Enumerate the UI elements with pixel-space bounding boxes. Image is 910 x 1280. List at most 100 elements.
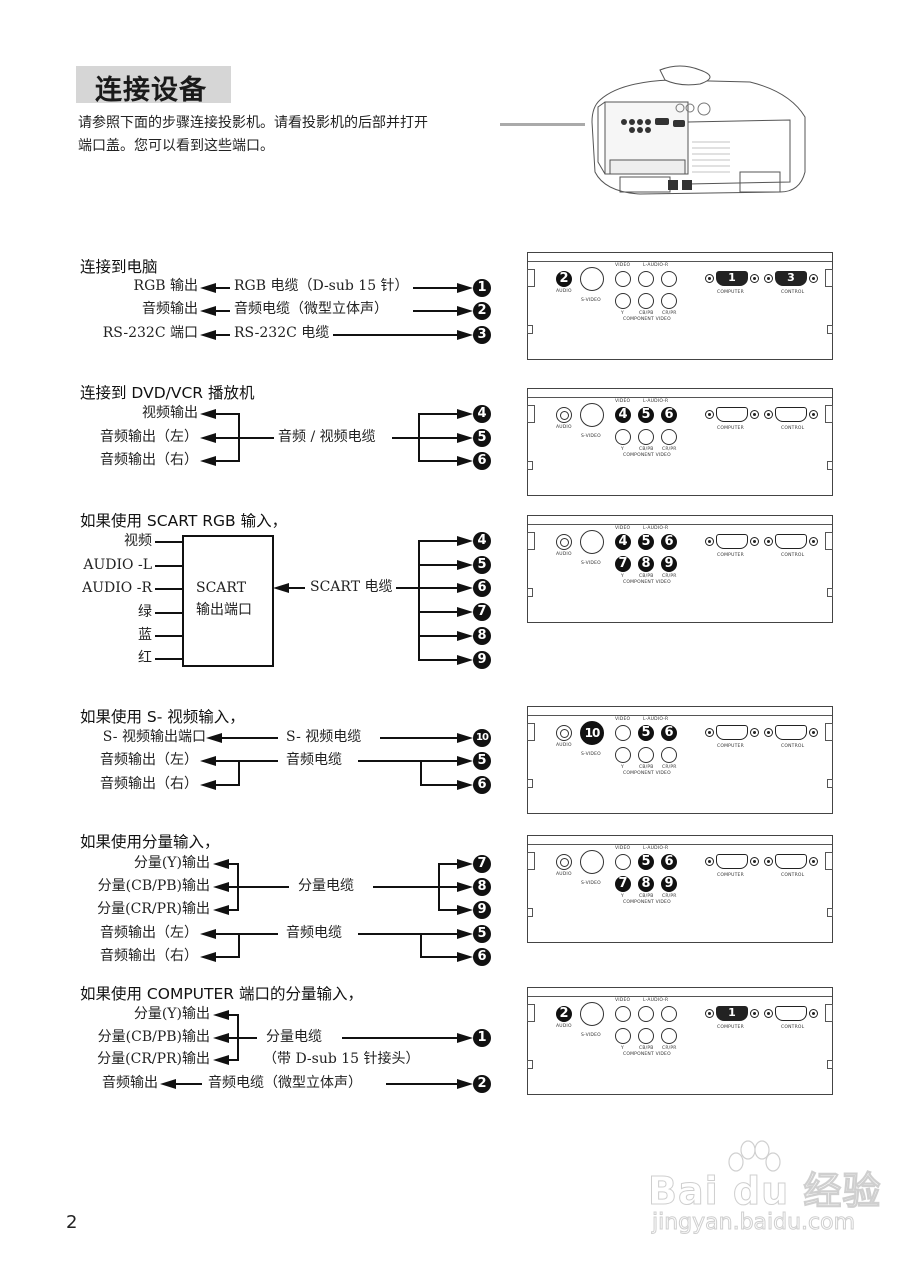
arrow-right-icon bbox=[457, 283, 473, 293]
connector-line bbox=[287, 587, 305, 589]
computer-label: COMPUTER bbox=[717, 426, 744, 431]
audio-label: AUDIO bbox=[556, 289, 572, 294]
svideo-label: S-VIDEO bbox=[581, 561, 601, 566]
port-number-badge: 2 bbox=[473, 302, 491, 320]
l-audio-r-label: L-AUDIO-R bbox=[643, 717, 669, 722]
port-number-badge: 6 bbox=[473, 948, 491, 966]
arrow-right-icon bbox=[457, 905, 473, 915]
cable-label: S- 视频电缆 bbox=[286, 729, 362, 745]
cr-pr-jack bbox=[661, 1028, 677, 1044]
arrow-left-icon bbox=[200, 433, 216, 443]
cb-pb-jack bbox=[638, 747, 654, 763]
audio-label: AUDIO bbox=[556, 1024, 572, 1029]
connector-line bbox=[438, 863, 440, 911]
computer-port bbox=[716, 534, 748, 549]
connector-line bbox=[418, 611, 460, 613]
connector-line bbox=[418, 635, 460, 637]
screw-icon bbox=[705, 857, 714, 866]
page-number: 2 bbox=[66, 1212, 78, 1233]
cable-label: 音频电缆 bbox=[286, 752, 342, 768]
cable-label: 分量电缆 bbox=[298, 878, 354, 894]
source-label: AUDIO -R bbox=[82, 580, 152, 596]
screw-icon bbox=[764, 1009, 773, 1018]
cable-note: （带 D-sub 15 针接头） bbox=[263, 1051, 420, 1067]
arrow-right-icon bbox=[457, 536, 473, 546]
source-label: 分量(CB/PB)输出 bbox=[97, 1029, 210, 1045]
screw-icon bbox=[809, 537, 818, 546]
arrow-left-icon bbox=[206, 733, 222, 743]
connector-line bbox=[358, 933, 460, 935]
connector-line bbox=[227, 1014, 239, 1016]
crpr-label: CR/PR bbox=[662, 894, 677, 899]
y-label: Y bbox=[621, 765, 624, 770]
screw-icon bbox=[705, 410, 714, 419]
component-video-label: COMPONENT VIDEO bbox=[623, 900, 671, 905]
video-label: VIDEO bbox=[615, 846, 631, 851]
svideo-jack bbox=[580, 267, 604, 291]
cbpb-label: CB/PB bbox=[639, 765, 654, 770]
arrow-right-icon bbox=[457, 756, 473, 766]
arrow-left-icon bbox=[200, 283, 216, 293]
connector-line bbox=[418, 437, 460, 439]
l-audio-r-label: L-AUDIO-R bbox=[643, 399, 669, 404]
computer-port-highlighted: 1 bbox=[716, 271, 748, 286]
cb-pb-jack bbox=[638, 1028, 654, 1044]
y-jack-highlighted: 7 bbox=[615, 876, 631, 892]
audio-r-jack bbox=[661, 271, 677, 287]
arrow-right-icon bbox=[457, 655, 473, 665]
screw-icon bbox=[705, 274, 714, 283]
arrow-right-icon bbox=[457, 952, 473, 962]
source-label: RGB 输出 bbox=[133, 278, 198, 294]
port-number-badge: 6 bbox=[473, 579, 491, 597]
cr-pr-jack bbox=[661, 747, 677, 763]
section-heading-scart: 如果使用 SCART RGB 输入， bbox=[80, 512, 288, 530]
connector-line bbox=[418, 460, 460, 462]
source-label: 视频输出 bbox=[142, 405, 198, 421]
rear-panel-component-computer: 2 AUDIO S-VIDEO VIDEO L-AUDIO-R Y CB/PB … bbox=[527, 987, 833, 1095]
arrow-right-icon bbox=[457, 1033, 473, 1043]
screw-icon bbox=[764, 537, 773, 546]
l-audio-r-label: L-AUDIO-R bbox=[643, 998, 669, 1003]
screw-icon bbox=[764, 728, 773, 737]
rear-panel-component: AUDIO S-VIDEO VIDEO L-AUDIO-R 5 6 7 8 9 … bbox=[527, 835, 833, 943]
watermark-url: jingyan.baidu.com bbox=[651, 1210, 856, 1236]
l-audio-r-label: L-AUDIO-R bbox=[643, 846, 669, 851]
connector-line bbox=[227, 909, 239, 911]
control-port bbox=[775, 407, 807, 422]
video-jack bbox=[615, 725, 631, 741]
audio-l-jack bbox=[638, 271, 654, 287]
connector-line bbox=[238, 933, 240, 958]
control-port-highlighted: 3 bbox=[775, 271, 807, 286]
audio-r-jack-highlighted: 6 bbox=[661, 407, 677, 423]
cb-pb-jack bbox=[638, 293, 654, 309]
arrow-right-icon bbox=[457, 631, 473, 641]
source-label: 音频输出 bbox=[102, 1075, 158, 1091]
audio-l-jack-highlighted: 5 bbox=[638, 854, 654, 870]
audio-label: AUDIO bbox=[556, 743, 572, 748]
cable-label: 分量电缆 bbox=[266, 1029, 322, 1045]
connector-line bbox=[358, 760, 460, 762]
video-label: VIDEO bbox=[615, 399, 631, 404]
source-label: S- 视频输出端口 bbox=[102, 729, 206, 745]
video-label: VIDEO bbox=[615, 998, 631, 1003]
connector-line bbox=[155, 588, 183, 590]
arrow-right-icon bbox=[457, 306, 473, 316]
video-label: VIDEO bbox=[615, 717, 631, 722]
screw-icon bbox=[705, 1009, 714, 1018]
video-jack bbox=[615, 271, 631, 287]
source-label: 音频输出（右） bbox=[100, 776, 198, 792]
video-jack bbox=[615, 1006, 631, 1022]
control-label: CONTROL bbox=[781, 290, 805, 295]
connector-line bbox=[214, 334, 230, 336]
audio-label: AUDIO bbox=[556, 425, 572, 430]
control-port bbox=[775, 725, 807, 740]
connector-line bbox=[342, 1037, 460, 1039]
crpr-label: CR/PR bbox=[662, 574, 677, 579]
intro-line-1: 请参照下面的步骤连接投影机。请看投影机的后部并打开 bbox=[78, 115, 428, 131]
component-video-label: COMPONENT VIDEO bbox=[623, 1052, 671, 1057]
connector-line bbox=[155, 565, 183, 567]
scart-box-label-1: SCART bbox=[196, 580, 247, 596]
connector-line bbox=[420, 956, 460, 958]
rear-panel-computer: 2 AUDIO S-VIDEO VIDEO L-AUDIO-R Y CB/PB … bbox=[527, 252, 833, 360]
port-number-badge: 2 bbox=[473, 1075, 491, 1093]
